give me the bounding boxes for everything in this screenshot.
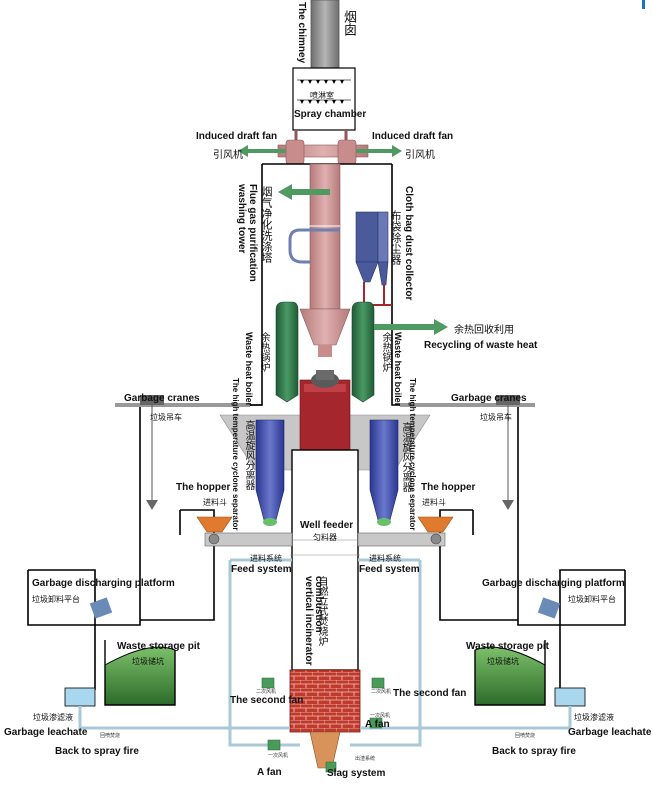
fans xyxy=(261,677,385,773)
spray-chamber-label: Spray chamber xyxy=(294,109,367,120)
slag-system-label: Slag system xyxy=(327,768,386,779)
pit-right-label: Waste storage pit xyxy=(466,641,549,652)
feed-system-left-label: Feed system xyxy=(231,564,292,575)
second-fan-right-tiny-label: 二次风机 xyxy=(371,689,392,695)
chimney xyxy=(310,0,340,69)
induced-draft-fan-right-label: Induced draft fan xyxy=(372,131,454,142)
flue-gas-tower-label-cn: 烟气净化洗涤塔 xyxy=(260,186,273,263)
second-chamber-label: The second combustion chamber xyxy=(310,465,340,483)
spray-chamber xyxy=(292,67,356,131)
second-chamber-label-cn: 燃室 xyxy=(318,458,337,468)
hopper-left-label-cn: 进料斗 xyxy=(203,498,227,507)
garbage-cranes-right-label: Garbage cranes xyxy=(451,393,527,404)
induced-draft-fans xyxy=(238,130,402,165)
incinerator-shaft xyxy=(289,449,361,769)
leachate-right-label-cn: 垃圾渗滤液 xyxy=(574,713,614,722)
chimney-label-cn: 烟囱 xyxy=(341,10,356,36)
second-fan-left-label: The second fan xyxy=(230,695,304,706)
incinerator-label: combustion vertical incinerator xyxy=(303,576,324,666)
cloth-bag-dust-collector xyxy=(355,211,392,306)
feed-system-left-label-cn: 进料系统 xyxy=(250,554,282,563)
a-fan-left-label: A fan xyxy=(257,767,282,778)
leachate-left-label-cn: 垃圾渗滤液 xyxy=(33,713,73,722)
cloth-bag-dust-collector-label-cn: 布袋除尘器 xyxy=(389,210,402,265)
back-to-spray-left-label: Back to spray fire xyxy=(55,746,139,757)
hopper-right-label: The hopper xyxy=(421,482,476,493)
chimney-label: The chimney xyxy=(296,2,307,64)
induced-draft-fan-left-label-cn: 引风机 xyxy=(213,150,243,161)
flue-gas-tower xyxy=(278,163,351,357)
second-fan-left-tiny-label: 二次风机 xyxy=(256,689,277,695)
garbage-cranes xyxy=(115,395,535,510)
second-fan-right-label: The second fan xyxy=(393,688,467,699)
cyclone-left-label: The high temperature cyclone separator xyxy=(231,378,240,531)
pit-right-label-cn: 垃圾储坑 xyxy=(487,657,519,666)
garbage-cranes-left-label-cn: 垃圾吊车 xyxy=(150,413,182,422)
cyclone-separators xyxy=(255,419,399,526)
recycling-label-cn: 余热回收利用 xyxy=(454,325,514,336)
a-fan-right-label: A fan xyxy=(365,719,390,730)
incinerator-label-cn: 自燃立式焚烧炉 xyxy=(316,576,327,646)
boiler-right-label: Waste heat boiler xyxy=(393,332,403,407)
leachate-left-label: Garbage leachate xyxy=(4,727,88,738)
feed-system-right-label-cn: 进料系统 xyxy=(369,554,401,563)
a-fan-right-tiny-label: 一次风机 xyxy=(370,713,391,719)
back-to-spray-right-label: Back to spray fire xyxy=(492,746,576,757)
feed-system-right-label: Feed system xyxy=(359,564,420,575)
platform-left-label-cn: 垃圾卸料平台 xyxy=(32,595,80,604)
recycling-label: Recycling of waste heat xyxy=(424,340,538,351)
cloth-bag-dust-collector-label: Cloth bag dust collector xyxy=(403,186,414,301)
boiler-left-label: Waste heat boiler xyxy=(244,332,254,407)
platform-left-label: Garbage discharging platform xyxy=(32,578,175,589)
induced-draft-fan-left-label: Induced draft fan xyxy=(196,131,278,142)
hopper-left-label: The hopper xyxy=(176,482,231,493)
pit-left-label-cn: 垃圾储坑 xyxy=(132,657,164,666)
well-feeder-label: Well feeder xyxy=(300,520,354,531)
a-fan-left-tiny-label: 一次风机 xyxy=(268,753,289,759)
cyclone-left-label-cn: 高温旋风分离器 xyxy=(243,420,254,490)
spray-back-right-tiny-label: 回喷焚烧 xyxy=(515,733,536,739)
waste-storage-pits xyxy=(89,597,561,706)
waste-heat-boilers xyxy=(275,301,448,403)
garbage-cranes-right-label-cn: 垃圾吊车 xyxy=(480,413,512,422)
flue-gas-tower-label: Flue gas purification washing tower xyxy=(236,184,258,282)
slag-tiny-label: 出渣系统 xyxy=(355,756,376,762)
boiler-left-label-cn: 余热锅炉 xyxy=(258,332,269,372)
cyclone-right-label-cn: 高温旋风分离器 xyxy=(400,422,411,492)
leachate-right-label: Garbage leachate xyxy=(568,727,652,738)
spray-back-left-tiny-label: 回喷焚烧 xyxy=(100,733,121,739)
platform-right-label: Garbage discharging platform xyxy=(482,578,625,589)
spray-chamber-label-cn: 喷淋室 xyxy=(310,91,334,100)
induced-draft-fan-right-label-cn: 引风机 xyxy=(405,150,435,161)
cyclone-right-label: The high temperature cyclone separator xyxy=(408,378,417,531)
hopper-right-label-cn: 进料斗 xyxy=(422,498,446,507)
air-ducts xyxy=(78,558,572,747)
pit-left-label: Waste storage pit xyxy=(117,641,200,652)
boiler-right-label-cn: 余热锅炉 xyxy=(380,332,391,372)
garbage-cranes-left-label: Garbage cranes xyxy=(124,393,200,404)
feed-systems xyxy=(196,516,454,547)
well-feeder-label-cn: 匀料器 xyxy=(313,533,337,542)
platform-right-label-cn: 垃圾卸料平台 xyxy=(568,595,616,604)
edge-accent-mark xyxy=(642,0,645,9)
